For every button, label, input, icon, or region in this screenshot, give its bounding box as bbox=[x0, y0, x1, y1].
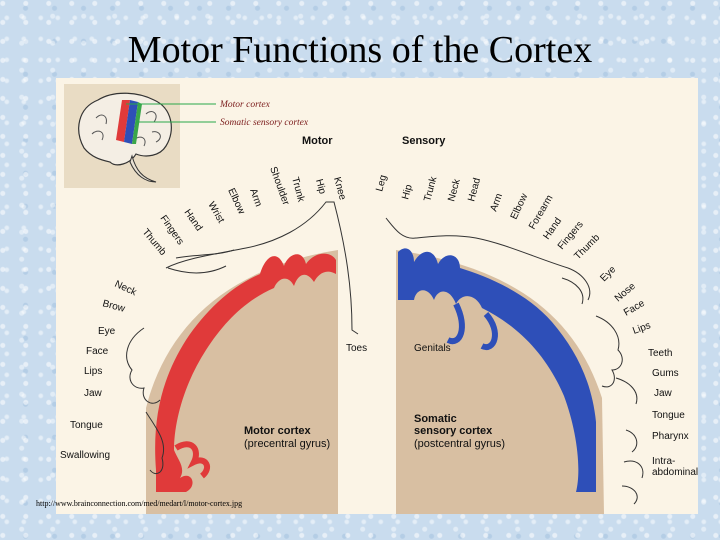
label-pharynx: Pharynx bbox=[652, 431, 689, 442]
slide-title: Motor Functions of the Cortex bbox=[127, 29, 593, 71]
motor-face-outline bbox=[126, 327, 161, 404]
motor-homunculus bbox=[126, 201, 359, 474]
inset-motor-label: Motor cortex bbox=[219, 100, 271, 110]
label-arm: Arm bbox=[247, 187, 264, 208]
label-elbow: Elbow bbox=[225, 187, 247, 217]
sensory-caption-sub: (postcentral gyrus) bbox=[414, 438, 505, 450]
motor-header: Motor bbox=[302, 135, 333, 147]
label-face: Face bbox=[86, 346, 109, 357]
label-trunk-sensory: Trunk bbox=[422, 175, 439, 203]
label-intra: Intra- bbox=[652, 456, 675, 467]
label-tongue: Tongue bbox=[70, 420, 103, 431]
motor-caption-sub: (precentral gyrus) bbox=[244, 438, 330, 450]
sensory-tongue-outline bbox=[621, 460, 644, 505]
label-jaw: Jaw bbox=[84, 388, 103, 399]
label-trunk: Trunk bbox=[289, 176, 306, 204]
label-hip: Hip bbox=[313, 178, 328, 196]
source-url: http://www.brainconnection.com/med/medar… bbox=[36, 499, 243, 508]
brain-inset: Motor cortex Somatic sensory cortex bbox=[64, 84, 309, 188]
label-swallowing: Swallowing bbox=[60, 450, 110, 461]
sensory-caption-title-2: sensory cortex bbox=[414, 425, 493, 437]
sensory-cortex-sulcus bbox=[446, 302, 498, 350]
label-gums: Gums bbox=[652, 368, 679, 379]
motor-tongue-outline bbox=[145, 411, 164, 474]
motor-cortex-band bbox=[155, 253, 336, 492]
label-genitals: Genitals bbox=[414, 343, 451, 354]
brain-folds bbox=[91, 111, 161, 147]
sensory-section-fill bbox=[396, 250, 604, 514]
label-neck-sensory: Neck bbox=[446, 177, 463, 203]
label-jaw-sensory: Jaw bbox=[654, 388, 673, 399]
cortex-diagram: Motor cortex Somatic sensory cortex Moto… bbox=[56, 78, 698, 514]
label-eye-sensory: Eye bbox=[598, 264, 618, 284]
label-lips: Lips bbox=[84, 366, 102, 377]
sensory-header: Sensory bbox=[402, 135, 446, 147]
label-teeth: Teeth bbox=[648, 348, 672, 359]
label-leg: Leg bbox=[374, 174, 389, 193]
motor-caption-title: Motor cortex bbox=[244, 425, 312, 437]
label-thumb: Thumb bbox=[140, 227, 169, 258]
label-face-sensory: Face bbox=[622, 298, 647, 319]
inset-motor-strip bbox=[116, 100, 130, 142]
label-arm-sensory: Arm bbox=[488, 192, 505, 213]
label-head: Head bbox=[466, 177, 483, 203]
label-knee: Knee bbox=[331, 176, 348, 202]
label-shoulder: Shoulder bbox=[267, 165, 291, 207]
sensory-cortex-band bbox=[398, 248, 596, 492]
motor-hand-outline bbox=[167, 249, 235, 274]
label-toes: Toes bbox=[346, 343, 367, 354]
brainstem bbox=[129, 154, 157, 183]
label-tongue-sensory: Tongue bbox=[652, 410, 685, 421]
cortex-svg: Motor cortex Somatic sensory cortex Moto… bbox=[60, 84, 698, 514]
label-lips-sensory: Lips bbox=[631, 320, 652, 337]
motor-cortex-sulcus bbox=[174, 441, 211, 479]
label-wrist: Wrist bbox=[205, 200, 226, 225]
label-nose: Nose bbox=[613, 281, 638, 305]
sensory-hand-outline bbox=[561, 267, 591, 305]
inset-green-strip bbox=[132, 102, 142, 144]
label-neck: Neck bbox=[113, 279, 139, 299]
label-elbow-sensory: Elbow bbox=[509, 191, 531, 221]
sensory-face-outline bbox=[595, 315, 623, 388]
label-hip-sensory: Hip bbox=[400, 183, 415, 201]
sensory-body-outline bbox=[385, 217, 569, 269]
label-eye: Eye bbox=[98, 326, 116, 337]
inset-sensory-label: Somatic sensory cortex bbox=[220, 118, 309, 128]
motor-body-outline bbox=[165, 201, 359, 335]
sensory-homunculus bbox=[385, 217, 644, 505]
sensory-jaw-outline bbox=[615, 377, 638, 453]
label-brow: Brow bbox=[101, 298, 127, 315]
label-hand: Hand bbox=[182, 207, 205, 233]
inset-sensory-strip bbox=[124, 100, 138, 144]
label-abdominal: abdominal bbox=[652, 467, 698, 478]
sensory-caption-title-1: Somatic bbox=[414, 413, 457, 425]
